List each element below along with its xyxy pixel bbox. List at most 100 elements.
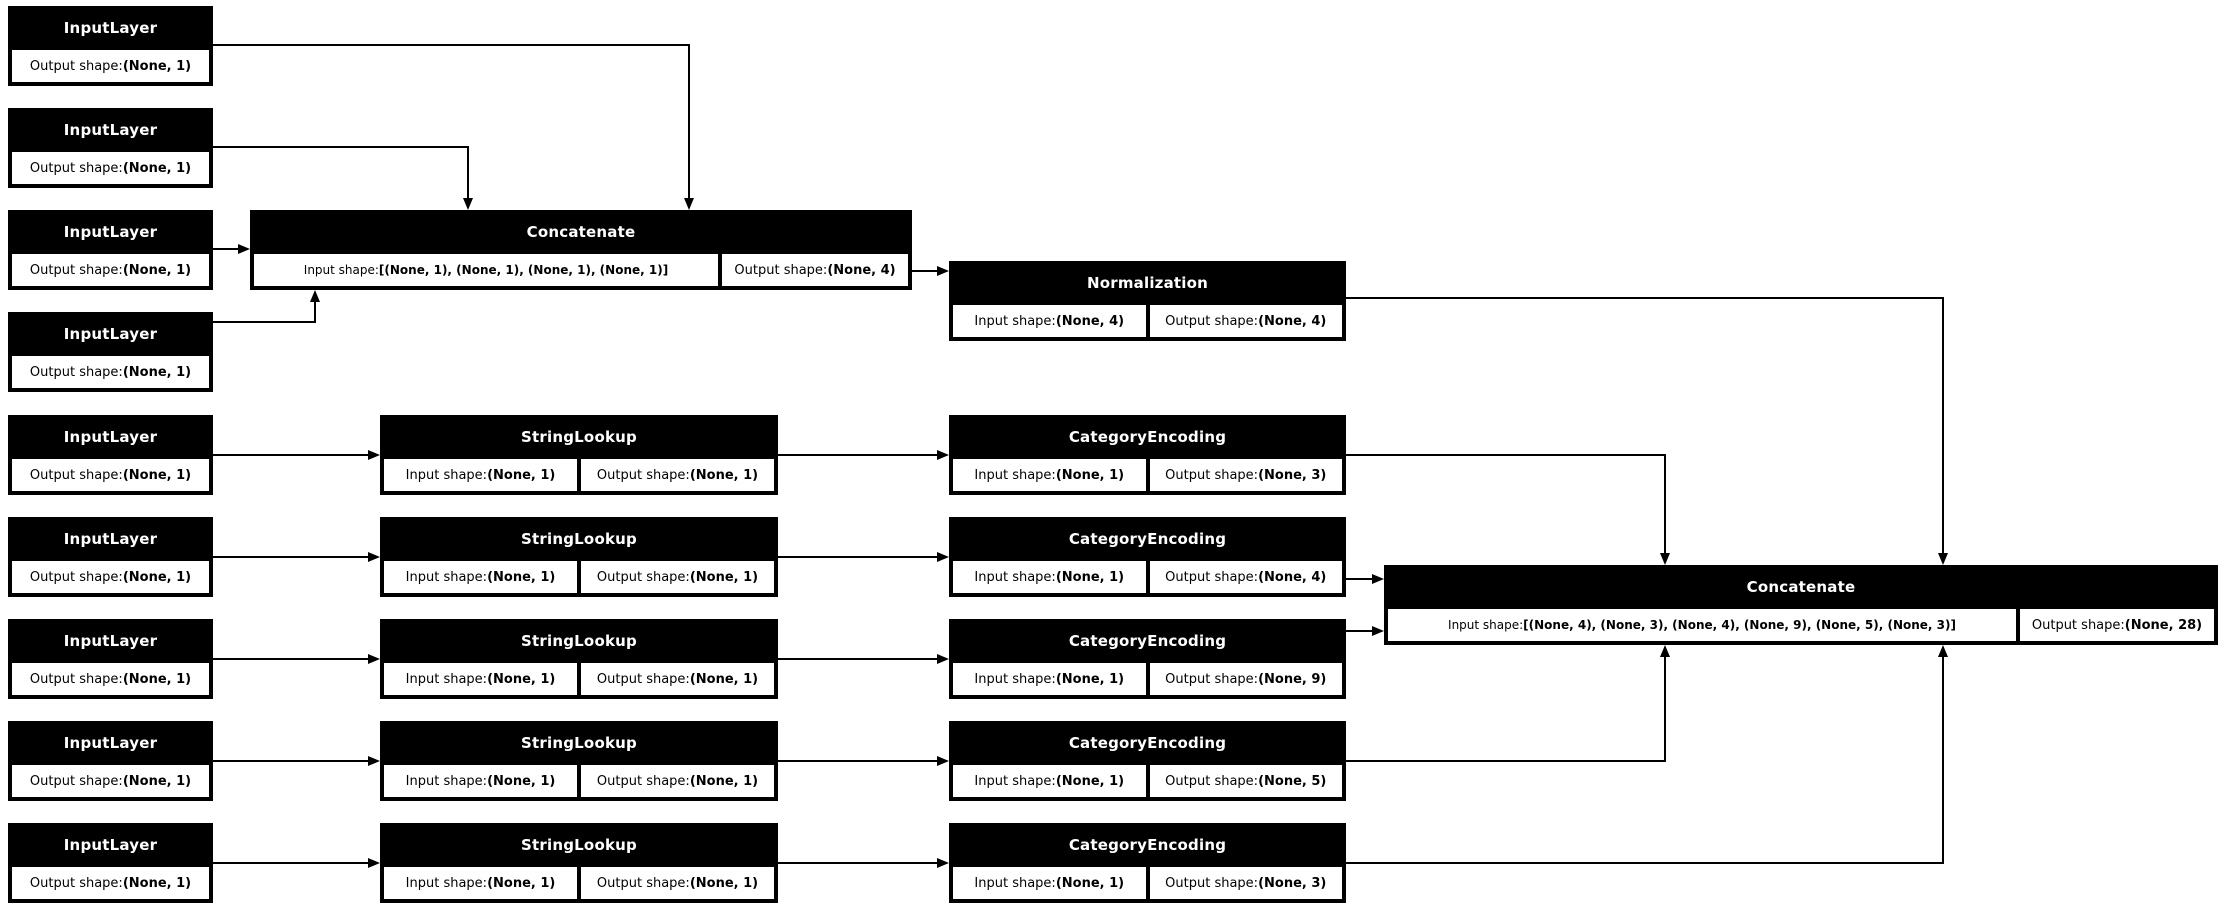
- shape-label: Output shape:: [29, 364, 123, 380]
- layer-node-input-layer-3: InputLayer Output shape: (None, 1): [8, 210, 213, 290]
- input-shape-cell: Input shape: [(None, 1), (None, 1), (Non…: [254, 254, 718, 286]
- layer-node-input-layer-6: InputLayer Output shape: (None, 1): [8, 517, 213, 597]
- edge-input1-concat1: [213, 44, 690, 46]
- shape-value: (None, 4): [1258, 313, 1327, 329]
- input-shape-cell: Input shape: (None, 1): [384, 867, 577, 899]
- shape-label: Output shape:: [2031, 617, 2125, 633]
- layer-node-input-layer-2: InputLayer Output shape: (None, 1): [8, 108, 213, 188]
- arrowhead-right-icon: [368, 450, 380, 460]
- shape-label: Input shape:: [974, 467, 1056, 483]
- layer-title: CategoryEncoding: [1068, 428, 1227, 446]
- output-shape-cell: Output shape: (None, 1): [581, 867, 774, 899]
- arrowhead-down-icon: [463, 198, 473, 210]
- layer-node-concatenate-1: Concatenate Input shape: [(None, 1), (No…: [250, 210, 912, 290]
- shape-label: Output shape:: [1165, 773, 1259, 789]
- input-shape-cell: Input shape: (None, 1): [384, 459, 577, 491]
- output-shape-cell: Output shape: (None, 1): [12, 459, 209, 491]
- shape-label: Output shape:: [1165, 569, 1259, 585]
- input-shape-cell: Input shape: (None, 1): [953, 459, 1146, 491]
- shape-value: (None, 5): [1258, 773, 1327, 789]
- input-shape-cell: Input shape: (None, 1): [953, 765, 1146, 797]
- edge-input5-lookup1: [213, 454, 368, 456]
- shape-label: Output shape:: [596, 569, 690, 585]
- arrowhead-right-icon: [368, 552, 380, 562]
- edge-encoding4-concat2: [1346, 760, 1666, 762]
- shape-label: Output shape:: [29, 467, 123, 483]
- edge-input3-concat1: [213, 248, 238, 250]
- arrowhead-up-icon: [1660, 645, 1670, 657]
- edge-encoding3-concat2: [1346, 630, 1372, 632]
- arrowhead-right-icon: [368, 858, 380, 868]
- input-shape-cell: Input shape: (None, 4): [953, 305, 1146, 337]
- shape-label: Output shape:: [596, 773, 690, 789]
- shape-value: (None, 1): [487, 875, 556, 891]
- output-shape-cell: Output shape: (None, 1): [12, 50, 209, 82]
- arrowhead-right-icon: [368, 756, 380, 766]
- shape-label: Output shape:: [1165, 313, 1259, 329]
- layer-title: InputLayer: [63, 530, 158, 548]
- layer-title: CategoryEncoding: [1068, 530, 1227, 548]
- shape-label: Output shape:: [29, 262, 123, 278]
- layer-title: InputLayer: [63, 223, 158, 241]
- shape-label: Output shape:: [596, 875, 690, 891]
- layer-title: InputLayer: [63, 632, 158, 650]
- shape-label: Input shape:: [405, 569, 488, 585]
- shape-value: (None, 1): [122, 569, 192, 585]
- input-shape-cell: Input shape: (None, 1): [384, 561, 577, 593]
- arrowhead-right-icon: [1372, 574, 1384, 584]
- arrowhead-right-icon: [937, 450, 949, 460]
- shape-label: Input shape:: [405, 467, 488, 483]
- shape-value: (None, 1): [1055, 467, 1125, 483]
- shape-label: Output shape:: [29, 58, 123, 74]
- layer-node-input-layer-1: InputLayer Output shape: (None, 1): [8, 6, 213, 86]
- arrowhead-up-icon: [310, 290, 320, 302]
- layer-title: Concatenate: [526, 223, 636, 241]
- arrowhead-down-icon: [1660, 553, 1670, 565]
- output-shape-cell: Output shape: (None, 1): [12, 152, 209, 184]
- layer-node-string-lookup-1: StringLookup Input shape: (None, 1) Outp…: [380, 415, 778, 495]
- output-shape-cell: Output shape: (None, 1): [12, 356, 209, 388]
- shape-label: Input shape:: [974, 671, 1056, 687]
- arrowhead-right-icon: [937, 266, 949, 276]
- input-shape-cell: Input shape: (None, 1): [384, 663, 577, 695]
- output-shape-cell: Output shape: (None, 1): [12, 561, 209, 593]
- output-shape-cell: Output shape: (None, 3): [1149, 867, 1342, 899]
- shape-label: Output shape:: [29, 160, 123, 176]
- edge-input1-concat1: [688, 44, 690, 198]
- layer-node-string-lookup-2: StringLookup Input shape: (None, 1) Outp…: [380, 517, 778, 597]
- shape-value: (None, 1): [122, 262, 192, 278]
- arrowhead-right-icon: [368, 654, 380, 664]
- layer-node-category-encoding-2: CategoryEncoding Input shape: (None, 1) …: [949, 517, 1346, 597]
- output-shape-cell: Output shape: (None, 1): [581, 765, 774, 797]
- shape-value: (None, 28): [2124, 617, 2203, 633]
- edge-input7-lookup3: [213, 658, 368, 660]
- output-shape-cell: Output shape: (None, 4): [1149, 561, 1342, 593]
- shape-label: Output shape:: [596, 467, 690, 483]
- edge-lookup3-encoding3: [778, 658, 937, 660]
- layer-title: CategoryEncoding: [1068, 836, 1227, 854]
- output-shape-cell: Output shape: (None, 1): [12, 254, 209, 286]
- shape-value: (None, 1): [487, 569, 556, 585]
- layer-node-concatenate-2: Concatenate Input shape: [(None, 4), (No…: [1384, 565, 2218, 645]
- layer-title: StringLookup: [521, 530, 637, 548]
- edge-encoding2-concat2: [1346, 578, 1372, 580]
- shape-label: Input shape:: [303, 263, 379, 277]
- output-shape-cell: Output shape: (None, 1): [581, 663, 774, 695]
- layer-title: StringLookup: [521, 428, 637, 446]
- shape-value: (None, 1): [1055, 875, 1125, 891]
- layer-title: CategoryEncoding: [1068, 734, 1227, 752]
- edge-encoding1-concat2: [1346, 454, 1666, 456]
- edge-lookup2-encoding2: [778, 556, 937, 558]
- edge-normalization-concat2: [1942, 297, 1944, 553]
- shape-label: Input shape:: [974, 773, 1056, 789]
- edge-lookup1-encoding1: [778, 454, 937, 456]
- shape-value: (None, 1): [689, 875, 759, 891]
- layer-node-input-layer-4: InputLayer Output shape: (None, 1): [8, 312, 213, 392]
- shape-value: (None, 1): [122, 671, 192, 687]
- layer-node-normalization: Normalization Input shape: (None, 4) Out…: [949, 261, 1346, 341]
- shape-value: (None, 1): [122, 467, 192, 483]
- shape-value: [(None, 4), (None, 3), (None, 4), (None,…: [1523, 618, 1956, 632]
- edge-encoding4-concat2: [1664, 657, 1666, 762]
- layer-title: InputLayer: [63, 428, 158, 446]
